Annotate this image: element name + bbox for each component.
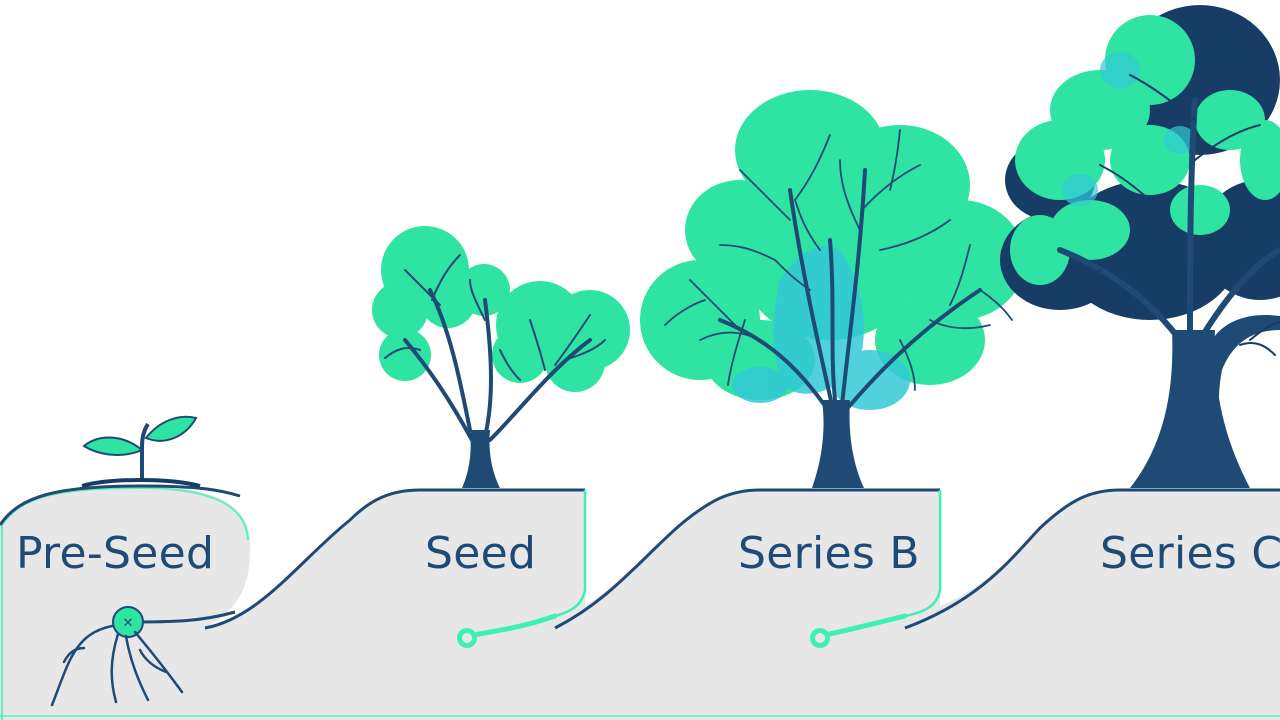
roots-icon: [50, 624, 184, 707]
node-icon: [810, 628, 830, 648]
mature-tree-icon: [640, 90, 1025, 488]
connector-line-2: [465, 613, 558, 639]
stage-label-pre-seed: Pre-Seed: [16, 528, 215, 579]
stage-label-series-c: Series C: [1100, 528, 1280, 579]
young-tree-icon: [372, 226, 630, 488]
stage-divider-3: [904, 490, 942, 618]
node-icon: ✕: [112, 606, 144, 638]
stage-label-seed: Seed: [425, 528, 537, 579]
stage-label-series-b: Series B: [738, 528, 920, 579]
node-icon: [457, 628, 477, 648]
stage-divider-2: [554, 490, 587, 618]
large-tree-icon: [1000, 5, 1280, 488]
svg-text:✕: ✕: [123, 616, 134, 631]
sprout-icon: [81, 415, 201, 488]
ground-platform: [0, 486, 1280, 720]
ground-top-line: [0, 484, 1280, 630]
